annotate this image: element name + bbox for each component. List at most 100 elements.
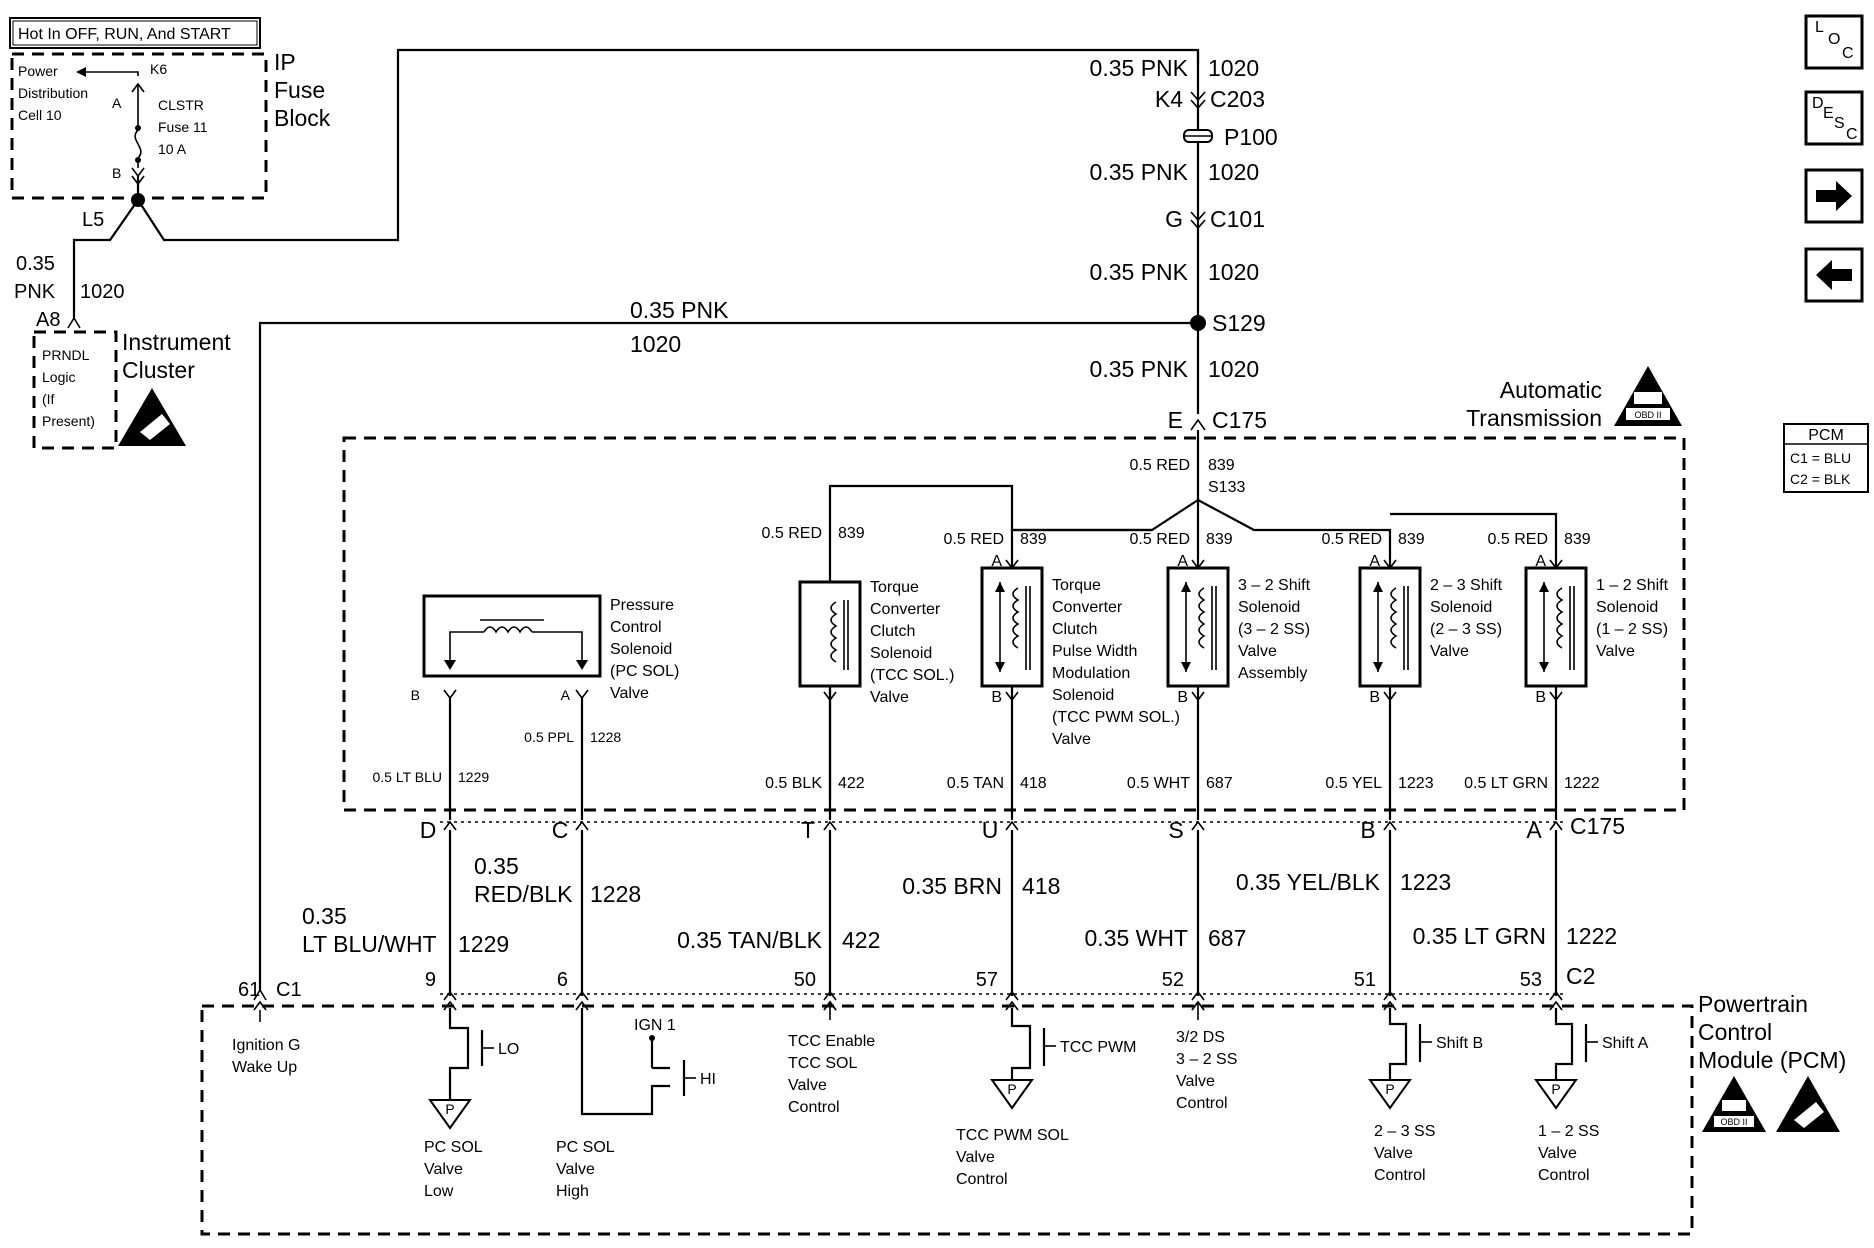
cluster-logic-4: Present) [42,413,95,429]
next-button[interactable] [1804,168,1864,224]
solenoid-circuit-top: 839 [1564,531,1591,548]
fuse-rating: 10 A [158,141,187,157]
solenoid-name-line: Pulse Width [1052,643,1137,660]
solenoid-name-line: Clutch [1052,621,1097,638]
connector-c175-top: C175 [1212,407,1267,433]
tcc-enable-input: TCC Enable TCC SOL Valve Control [788,1000,875,1116]
pc-sol-circuit-a: 1228 [590,729,621,745]
legend-c2: C2 = BLK [1790,471,1851,487]
connector-c101: C101 [1210,206,1265,232]
c175-pin: U [982,817,999,843]
cluster-logic-2: Logic [42,369,75,385]
solenoid-name-line: 3 – 2 Shift [1238,577,1311,594]
cluster-wire-color: PNK [14,281,56,303]
tcc-pwm-driver: TCC PWM P TCC PWM SOL Valve Control [956,1008,1136,1188]
back-button[interactable] [1804,247,1864,303]
pc-high-driver: HI IGN 1 PC SOL Valve High [556,1008,716,1200]
pcm-pin-61: 61 [238,979,260,1001]
solenoid-name-line: (TCC PWM SOL.) [1052,709,1180,726]
tcc-pwm-ctrl-2: Valve [956,1149,995,1166]
trunk-wire-2: 0.35 PNK [1090,159,1189,185]
fuse-block-title-3: Block [274,105,331,131]
ip-fuse-block: Hot In OFF, RUN, And START Power Distrib… [9,17,331,231]
solenoid-wire-bottom: 0.5 BLK [765,775,822,792]
coil-icon [1198,587,1206,649]
legend-c1: C1 = BLU [1790,450,1851,466]
solenoid-name-line: Torque [870,579,919,596]
tcc-pwm-ctrl-1: TCC PWM SOL [956,1127,1069,1144]
pcm-connector-c1: C1 [276,979,302,1001]
coil-icon [483,626,533,634]
cluster-logic-3: (If [42,391,55,407]
tcc-enable-2: TCC SOL [788,1055,857,1072]
feed-branch-right-2 [1390,512,1558,568]
ds32-2: 3 – 2 SS [1176,1051,1237,1068]
ss23-1: 2 – 3 SS [1374,1123,1435,1140]
harness-color: RED/BLK [474,881,573,907]
branch-circuit: 1020 [630,331,681,357]
harness-circuit: 1229 [458,931,509,957]
power-dist-label-2: Distribution [18,85,88,101]
harness-circuit: 418 [1022,873,1060,899]
solenoid-circuit-bottom: 422 [838,775,865,792]
shift-b-driver: Shift B P 2 – 3 SS Valve Control [1368,1008,1483,1184]
pc-sol-pin-a: A [561,687,571,703]
trunk-circuit-2: 1020 [1208,159,1259,185]
wire-ignition-wakeup [258,321,1198,990]
trans-feed-circuit: 839 [1208,457,1235,474]
pin-e: E [1168,407,1183,433]
ds32-input: 3/2 DS 3 – 2 SS Valve Control [1176,1000,1237,1112]
solenoid-name-line: 1 – 2 Shift [1596,577,1669,594]
feed-branch-left [828,484,1199,800]
pc-high-3: High [556,1183,589,1200]
solenoid-name-line: (TCC SOL.) [870,667,954,684]
solenoid-circuit-top: 839 [1398,531,1425,548]
p-label: P [1007,1081,1016,1097]
pc-solenoid: B A Pressure Control Solenoid (PC SOL) V… [372,594,679,820]
loc-letter-c: C [1842,45,1854,62]
pcm-obd-label: OBD II [1720,1117,1747,1127]
desc-button[interactable]: D E S C [1804,90,1864,146]
solenoid-name-line: Valve [1052,731,1091,748]
solenoid-wire-bottom: 0.5 TAN [947,775,1004,792]
pc-sol-pin-b: B [411,687,420,703]
instrument-cluster: 0.35 PNK 1020 A8 PRNDL Logic (If Present… [14,253,231,450]
pcm-pin: 51 [1354,969,1376,991]
solenoid-name-line: Valve [870,689,909,706]
c175-pin: A [1526,817,1542,843]
pcm-pin: 52 [1162,969,1184,991]
loc-letter-l: L [1815,19,1824,36]
solenoid-name-line: Solenoid [1052,687,1114,704]
pc-sol-name-2: Control [610,619,662,636]
pcm-pin: 53 [1520,969,1542,991]
solenoid-pin-bottom: B [1535,689,1546,706]
solenoid-wire-top: 0.5 RED [944,531,1004,548]
cluster-wire-circuit: 1020 [80,281,125,303]
arrow-right-icon [1816,181,1852,211]
connector-c203: C203 [1210,86,1265,112]
pc-high-1: PC SOL [556,1139,615,1156]
desc-letter-d: D [1812,95,1824,112]
connector-p100: P100 [1224,124,1278,150]
ground-p-icon [990,1079,1034,1110]
ground-p-icon [1368,1079,1412,1110]
solenoid-name-line: Clutch [870,623,915,640]
solenoid-name-line: Valve [1596,643,1635,660]
p-label: P [1385,1081,1394,1097]
loc-button[interactable]: L O C [1804,14,1864,70]
cluster-wire-gauge: 0.35 [16,253,55,275]
pc-sol-wire-b: 0.5 LT BLU [372,769,442,785]
splice-s133: S133 [1208,479,1245,496]
trunk-wire-4: 0.35 PNK [1090,356,1189,382]
trunk-wire-1: 0.35 PNK [1090,55,1189,81]
solenoid-pin-bottom: B [1177,689,1188,706]
connector-c175-bottom: C175 [1570,813,1625,839]
ign-wakeup-2: Wake Up [232,1059,297,1076]
trunk: 0.35 PNK 1020 K4 C203 P100 0.35 PNK 1020… [1090,50,1278,433]
pc-sol-circuit-b: 1229 [458,769,489,785]
